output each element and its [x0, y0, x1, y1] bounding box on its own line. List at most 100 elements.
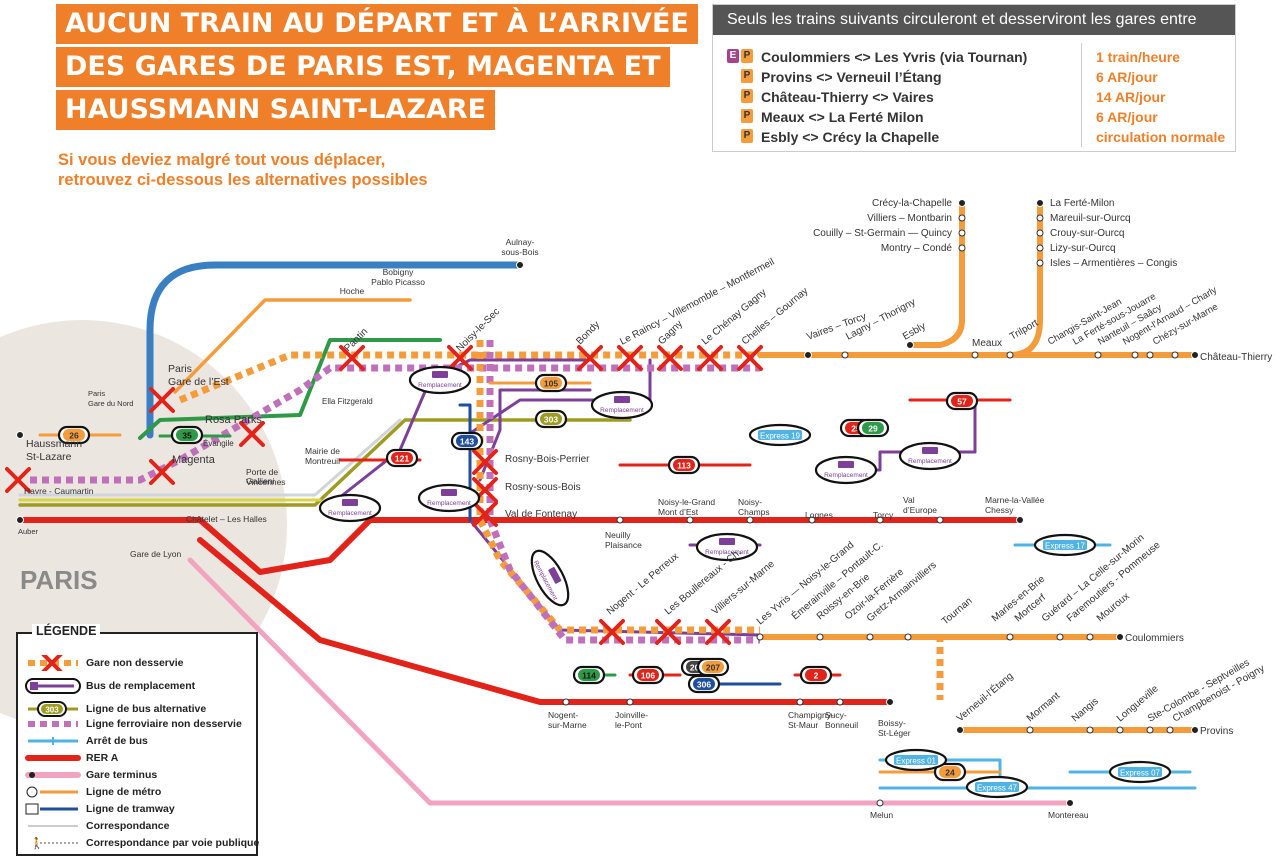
station-label-line: d’Europe	[903, 505, 937, 515]
bus-number: 2	[814, 671, 819, 681]
station-label-line: Château-Thierry	[1200, 352, 1272, 363]
station-label-line: Châtelet – Les Halles	[186, 514, 267, 524]
express-bus-badge: Express 01	[884, 748, 948, 772]
non-served-line	[30, 364, 760, 484]
service-route: Meaux <> La Ferté Milon	[761, 109, 924, 125]
replacement-bus-badge: Remplacement	[814, 455, 878, 485]
line-badges: P	[741, 69, 755, 89]
replacement-ring	[898, 441, 962, 471]
station-label-line: Chelles – Gournay	[740, 286, 811, 348]
station-dot	[936, 516, 944, 524]
station-label-line: Villiers – Montbarin	[867, 213, 952, 224]
service-frequency: 6 AR/jour	[1096, 69, 1158, 85]
line-badges: P	[741, 109, 755, 129]
express-label: Express 47	[977, 784, 1018, 793]
replacement-ring	[408, 365, 472, 395]
station-dot	[1006, 633, 1014, 641]
station-label: Champigny-St-Maur	[788, 710, 834, 730]
replacement-icons	[838, 461, 854, 468]
replacement-icons	[922, 447, 938, 454]
bus-number: 29	[868, 424, 878, 434]
station-label-line: Pablo Picasso	[371, 277, 425, 287]
replacement-label: Remplacement	[824, 472, 868, 479]
service-frequency: 1 train/heure	[1096, 49, 1181, 65]
station-label-line: Gare de Lyon	[130, 549, 181, 559]
legend-symbol	[25, 772, 81, 778]
station-label: Bondy	[574, 319, 602, 347]
station-label: Magenta	[172, 454, 216, 466]
legend-label: Gare non desservie	[86, 657, 184, 669]
bus-number: 35	[182, 431, 192, 441]
station-label-line: Neuilly	[605, 530, 631, 540]
legend-label: Ligne de tramway	[86, 803, 175, 815]
station-label-line: sur-Marne	[548, 720, 587, 730]
station-label: Val de Fontenay	[505, 509, 577, 520]
replacement-bus-line	[478, 388, 592, 482]
station-dot	[1026, 726, 1034, 734]
replacement-bus-badge: Remplacement	[417, 483, 481, 513]
station-label-line: Bonneuil	[825, 720, 858, 730]
bus-number: 306	[697, 680, 711, 690]
bus-number: 303	[544, 415, 558, 425]
station-label-line: Mairie de	[305, 446, 340, 456]
express-fill	[894, 755, 938, 765]
service-route: Coulommiers <> Les Yvris (via Tournan)	[761, 49, 1028, 65]
bus-line-badge: 143	[450, 431, 484, 451]
station-label-line: Coulommiers	[1125, 633, 1184, 644]
station-dot	[1086, 726, 1094, 734]
replacement-ring	[590, 390, 654, 420]
station-label-line: Bondy	[574, 319, 602, 347]
replacement-label: Remplacement	[427, 500, 471, 507]
cross-stroke	[697, 345, 723, 371]
express-label: Express 01	[896, 757, 937, 766]
cross-stroke	[339, 345, 365, 371]
station-label-line: Rosny-sous-Bois	[505, 482, 581, 493]
bus-badge-fill	[391, 452, 413, 464]
station-label-line: le-Pont	[615, 720, 643, 730]
service-route: Château-Thierry <> Vaires	[761, 89, 934, 105]
legend-label: Arrêt de bus	[86, 735, 148, 747]
legend-terminus-dot	[29, 772, 35, 778]
bus-badge-fill	[540, 413, 562, 425]
station-label-line: Paris	[168, 363, 192, 375]
station-label: Ste-Colombe - Septveilles	[1146, 657, 1252, 724]
bus-number: 25	[851, 424, 861, 434]
tram-line	[458, 403, 472, 522]
bus-number: 57	[957, 397, 967, 407]
bus-number: 113	[677, 461, 691, 471]
not-served-cross	[655, 619, 681, 645]
non-served-line	[486, 340, 760, 644]
express-label: Express 19	[760, 432, 801, 441]
service-panel-header: Seuls les trains suivants circuleront et…	[713, 5, 1235, 35]
cross-stroke	[447, 345, 473, 371]
cross-stroke	[239, 421, 265, 447]
station-label: Gallieni	[246, 476, 274, 486]
bus-line-badge: 303	[534, 409, 568, 429]
cross-stroke	[472, 449, 498, 475]
express-bus-badge: Express 07	[1108, 760, 1172, 784]
station-label-line: Plaisance	[605, 540, 642, 550]
not-served-cross	[705, 619, 731, 645]
legend-symbol	[28, 825, 78, 827]
station-label: Esbly	[901, 321, 928, 343]
bus-badge-fill	[951, 395, 973, 407]
not-served-cross	[577, 345, 603, 371]
cross-stroke	[655, 619, 681, 645]
station-label-line: Hoche	[340, 286, 365, 296]
station-label: Sucy-Bonneuil	[825, 710, 858, 730]
replacement-ring	[814, 455, 878, 485]
legend-label: Bus de remplacement	[86, 680, 196, 692]
station-label-line: Val	[903, 495, 915, 505]
station-label: Coulommiers	[1125, 633, 1184, 644]
station-label-line: Champs	[738, 507, 770, 517]
station-dot	[1171, 351, 1179, 359]
cross-stroke	[705, 619, 731, 645]
not-served-cross	[599, 619, 625, 645]
station-label: Mareuil-sur-Ourcq	[1050, 213, 1131, 224]
not-served-cross	[339, 345, 365, 371]
station-label: Couilly – St-Germain — Quincy	[813, 228, 952, 239]
